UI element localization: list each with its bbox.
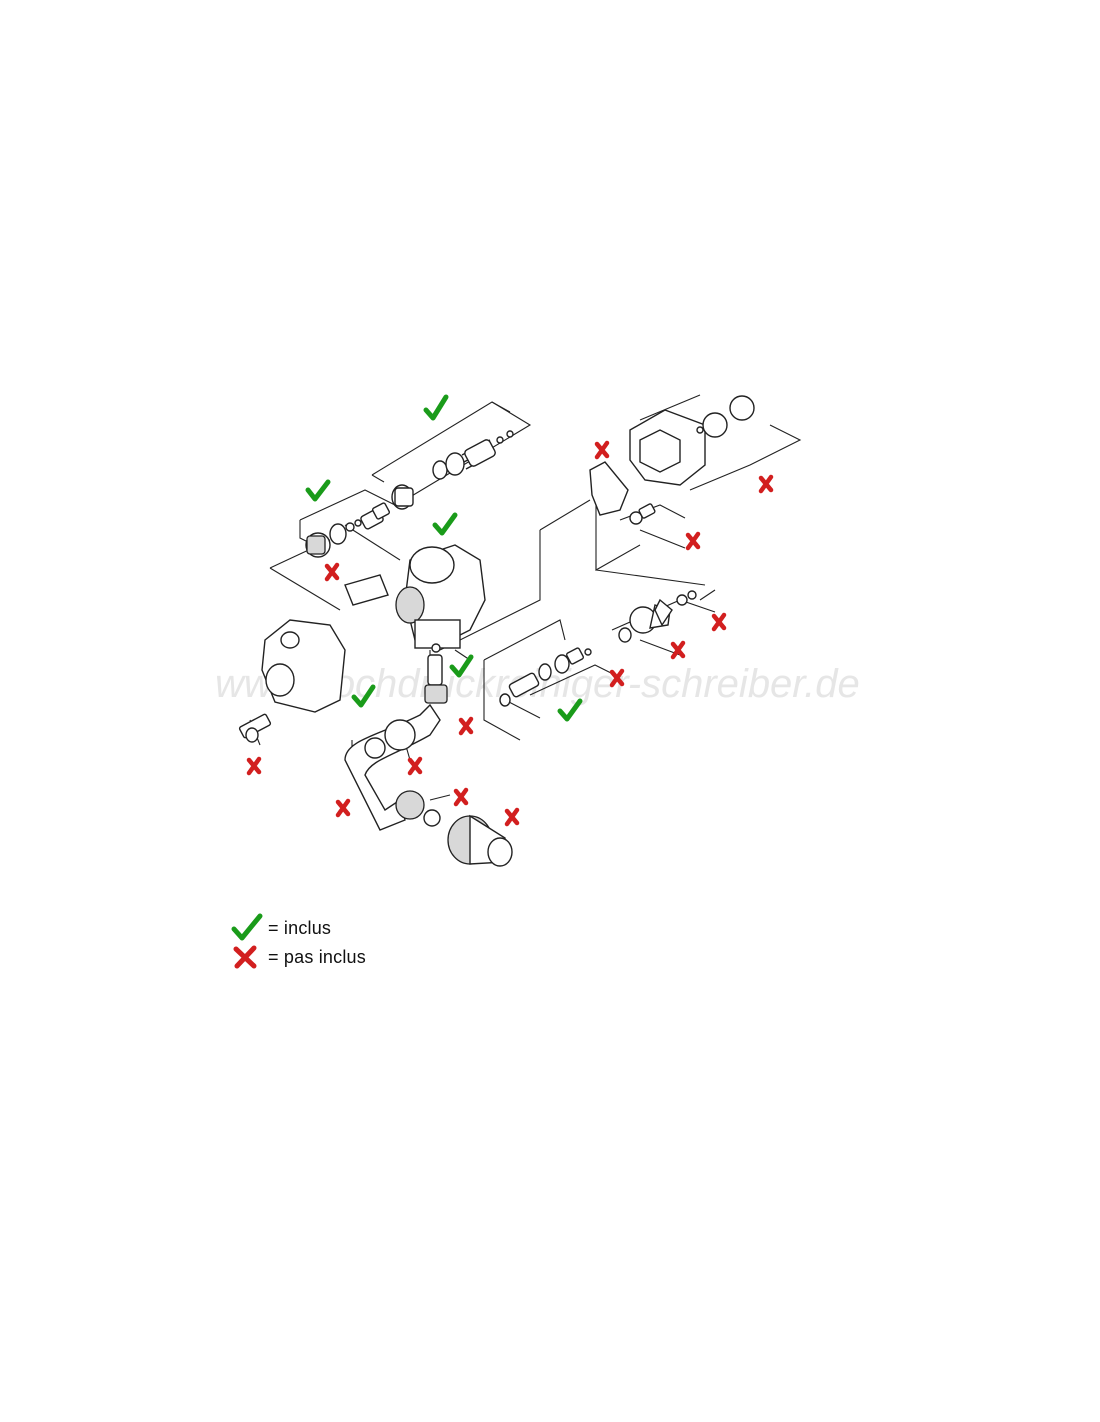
check-icon — [305, 479, 331, 502]
bolt — [238, 713, 272, 743]
leader-lines — [249, 394, 802, 801]
legend-excluded-label: = pas inclus — [268, 946, 366, 967]
cross-icon — [758, 474, 774, 494]
pump-head-body — [395, 544, 486, 649]
cross-icon — [685, 531, 701, 551]
cross-icon — [335, 798, 351, 818]
cross-icon — [324, 562, 340, 582]
cylinder-head — [629, 395, 755, 486]
injector — [424, 643, 448, 704]
inlet-coupling — [447, 814, 513, 867]
cross-icon — [407, 756, 423, 776]
small-screw — [629, 503, 656, 525]
cross-icon — [458, 716, 474, 736]
check-icon — [557, 698, 583, 722]
cross-icon — [453, 787, 469, 807]
unloader-valve-parts — [499, 647, 592, 707]
legend-included-label: = inclus — [268, 917, 332, 938]
small-valve-assembly — [305, 502, 390, 558]
cross-icon — [711, 612, 727, 632]
included-markers — [305, 394, 583, 722]
cross-icon — [670, 640, 686, 660]
cross-icon — [233, 945, 257, 969]
o-ring-large — [589, 461, 629, 516]
check-icon — [432, 512, 458, 536]
cross-icon — [594, 440, 610, 460]
clip — [344, 574, 389, 606]
legend-included: = inclus — [230, 913, 331, 943]
valve-piston-assembly — [391, 430, 514, 510]
cross-icon — [609, 668, 625, 688]
cross-icon — [504, 807, 520, 827]
check-icon — [231, 913, 263, 941]
cross-icon — [246, 756, 262, 776]
excluded-markers — [246, 440, 774, 827]
check-icon — [449, 654, 474, 678]
legend-excluded: = pas inclus — [230, 942, 366, 972]
check-valve-parts — [618, 590, 697, 643]
check-icon — [423, 394, 449, 421]
check-icon — [351, 684, 376, 708]
outlet-hose — [344, 703, 441, 831]
rear-housing — [261, 619, 346, 713]
